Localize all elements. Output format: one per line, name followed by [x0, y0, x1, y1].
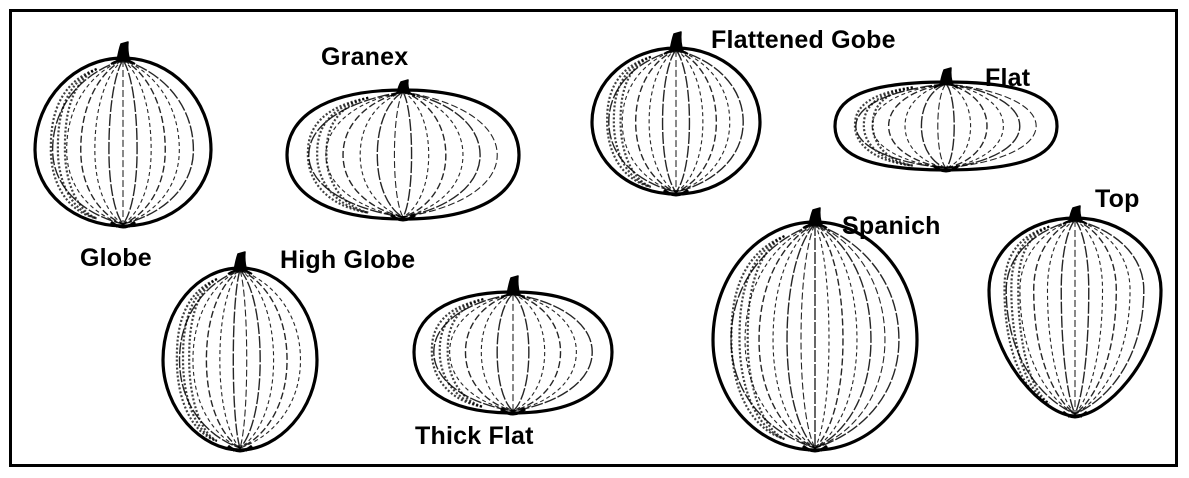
label-top: Top	[1095, 187, 1140, 212]
label-spanich: Spanich	[842, 214, 941, 239]
onion-globe	[35, 42, 211, 227]
onion-top	[989, 206, 1161, 417]
onion-high-globe	[163, 252, 317, 451]
label-high-globe: High Globe	[280, 248, 415, 273]
label-thick-flat: Thick Flat	[415, 424, 534, 449]
onion-flattened-gobe	[592, 32, 760, 195]
label-flat: Flat	[985, 66, 1030, 91]
onion-thick-flat	[414, 276, 612, 414]
onion-spanich	[713, 208, 917, 451]
label-globe: Globe	[80, 246, 152, 271]
onion-granex	[287, 80, 519, 220]
label-flattened-gobe: Flattened Gobe	[711, 28, 896, 53]
label-granex: Granex	[321, 45, 408, 70]
